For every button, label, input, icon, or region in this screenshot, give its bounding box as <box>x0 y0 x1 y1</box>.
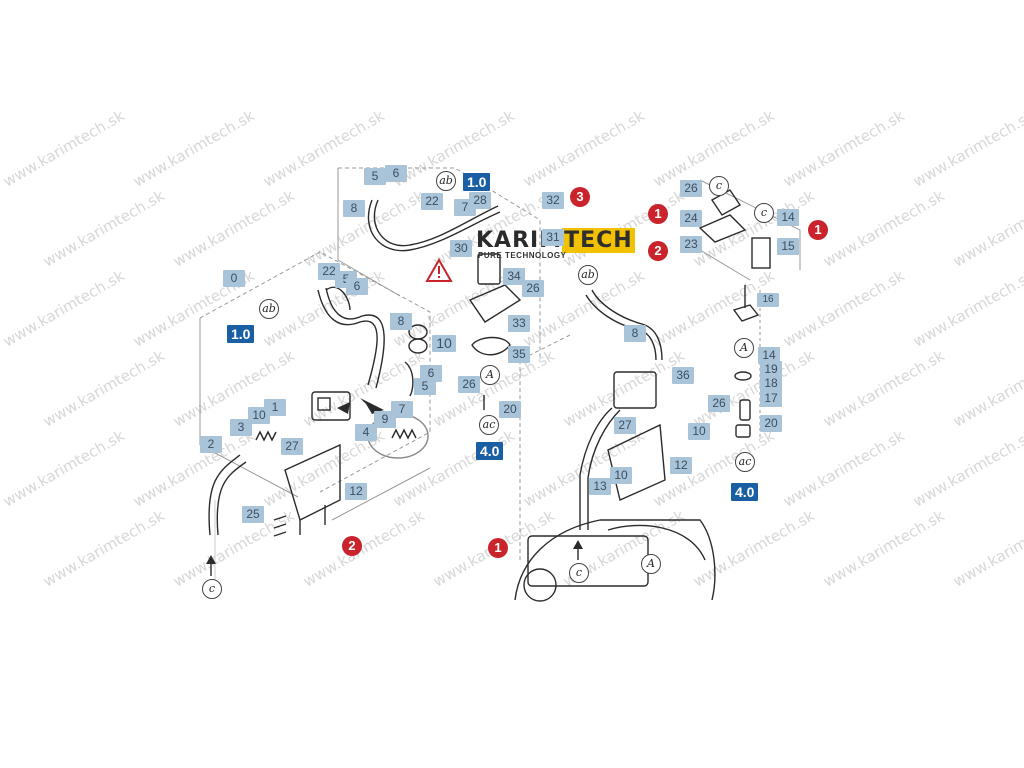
right-valve-stem <box>732 304 760 322</box>
left-frame-bottom <box>331 467 431 521</box>
left-bracket <box>284 443 341 521</box>
step-badge: 2 <box>648 241 668 261</box>
part-callout: 8 <box>390 313 412 330</box>
part-callout: 4 <box>355 424 377 441</box>
part-callout: 6 <box>420 365 442 382</box>
connector-c: c <box>202 579 222 599</box>
part-callout: 34 <box>503 268 525 285</box>
part-callout: 25 <box>242 506 264 523</box>
step-badge: 2 <box>342 536 362 556</box>
part-callout: 35 <box>508 346 530 363</box>
connector-ac: ac <box>735 452 755 472</box>
part-callout: 9 <box>374 411 396 428</box>
part-callout: 24 <box>680 210 702 227</box>
version-badge: 4.0 <box>476 442 504 460</box>
connector-a: A <box>641 554 661 574</box>
part-callout: 5 <box>414 378 436 395</box>
logo-tagline: PURE TECHNOLOGY <box>478 251 567 260</box>
connector-c: c <box>754 203 774 223</box>
step-badge: 3 <box>570 187 590 207</box>
connector-c: c <box>709 176 729 196</box>
part-callout: 8 <box>343 200 365 217</box>
part-callout: 10 <box>432 335 456 352</box>
version-badge: 1.0 <box>463 173 491 191</box>
part-callout: 2 <box>200 436 222 453</box>
step-badge: 1 <box>488 538 508 558</box>
connector-ac: ac <box>479 415 499 435</box>
part-callout: 12 <box>670 457 692 474</box>
right-solenoid-valve <box>613 371 657 409</box>
part-callout: 12 <box>345 483 367 500</box>
left-curved-hose <box>317 289 378 386</box>
karimtech-logo: KARIMTECH <box>476 228 635 253</box>
machine-housing <box>514 519 716 601</box>
part-callout: 20 <box>760 415 782 432</box>
connector-ab: ab <box>259 299 279 319</box>
part-callout: 26 <box>458 376 480 393</box>
part-callout: 18 <box>760 375 782 392</box>
top-hose <box>367 199 501 252</box>
part-callout: 23 <box>680 236 702 253</box>
left-lower-hose <box>208 454 241 536</box>
connector-c: c <box>569 563 589 583</box>
logo-brand-part-b: TECH <box>562 228 635 253</box>
part-callout: 20 <box>499 401 521 418</box>
part-callout: 32 <box>542 192 564 209</box>
part-callout: 10 <box>688 423 710 440</box>
warning-triangle-icon <box>425 257 453 282</box>
top-pump-body <box>477 253 501 285</box>
part-callout: 5 <box>364 168 386 185</box>
step-badge: 1 <box>648 204 668 224</box>
left-frame-line <box>199 251 431 493</box>
part-callout: 7 <box>391 401 413 418</box>
part-callout: 19 <box>760 361 782 378</box>
part-callout: 16 <box>757 293 779 307</box>
part-callout: 27 <box>281 438 303 455</box>
part-callout: 15 <box>777 238 799 255</box>
part-callout: 30 <box>450 240 472 257</box>
part-callout: 8 <box>624 325 646 342</box>
connector-a: A <box>734 338 754 358</box>
part-callout: 14 <box>758 347 780 364</box>
connector-ab: ab <box>436 171 456 191</box>
part-callout: 22 <box>421 193 443 210</box>
right-hose <box>579 407 613 530</box>
part-callout: 3 <box>230 419 252 436</box>
part-callout: 36 <box>672 367 694 384</box>
part-callout: 22 <box>318 263 340 280</box>
part-callout: 6 <box>385 165 407 182</box>
part-callout: 26 <box>708 395 730 412</box>
part-callout: 26 <box>522 280 544 297</box>
part-callout: 33 <box>508 315 530 332</box>
part-callout: 26 <box>680 180 702 197</box>
part-callout: 31 <box>542 229 564 246</box>
version-badge: 1.0 <box>227 325 255 343</box>
connector-ab: ab <box>578 265 598 285</box>
step-badge: 1 <box>808 220 828 240</box>
part-callout: 10 <box>248 407 270 424</box>
part-callout: 17 <box>760 390 782 407</box>
part-callout: 13 <box>589 478 611 495</box>
connector-a: A <box>480 365 500 385</box>
part-callout: 10 <box>610 467 632 484</box>
part-callout: 0 <box>223 270 245 287</box>
version-badge: 4.0 <box>731 483 759 501</box>
part-callout: 6 <box>346 278 368 295</box>
part-callout: 28 <box>469 192 491 209</box>
part-callout: 14 <box>777 209 799 226</box>
part-callout: 27 <box>614 417 636 434</box>
left-solenoid-valve <box>311 391 351 421</box>
